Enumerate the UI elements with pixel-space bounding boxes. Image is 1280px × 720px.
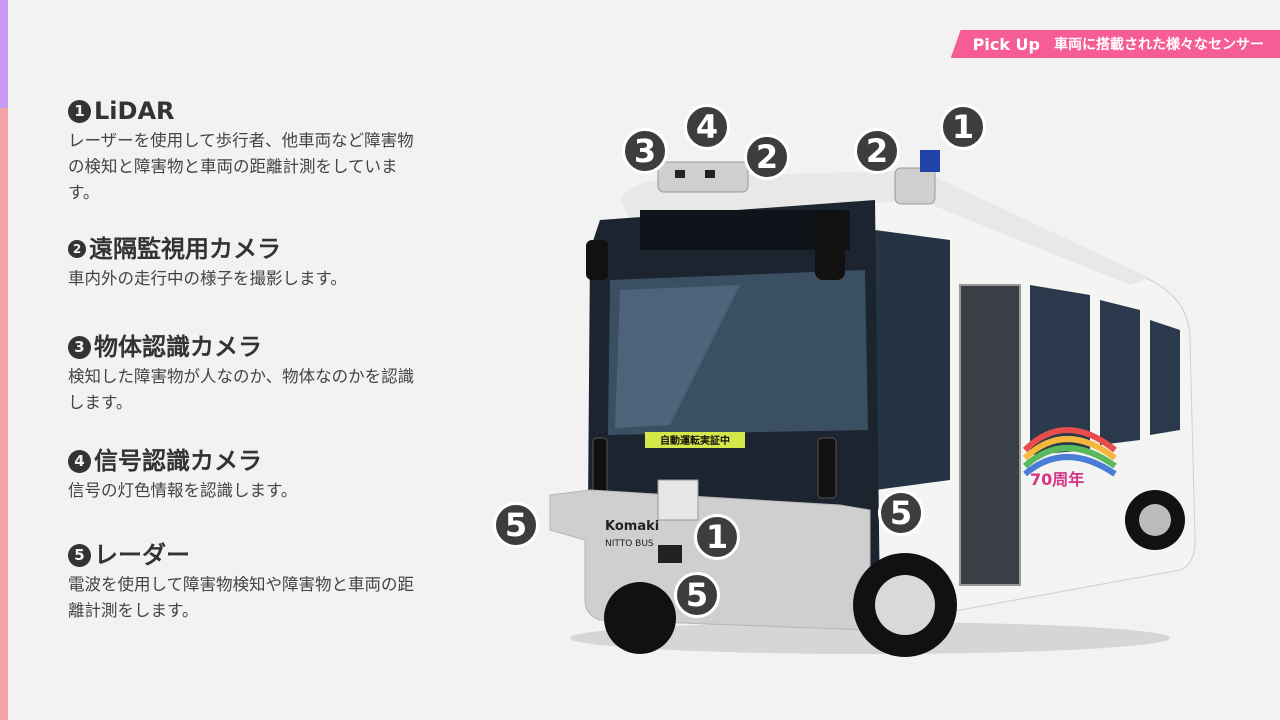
sensor-name: 遠隔監視用カメラ [89, 235, 281, 263]
sensor-item-lidar: 1 LiDAR レーザーを使用して歩行者、他車両など障害物の検知と障害物と車両の… [68, 96, 428, 206]
rainbow-stripe [1023, 454, 1117, 477]
callout-badge: 3 [622, 128, 668, 174]
brand-logo-line1: Komaki [605, 519, 659, 534]
callout-badge: 5 [674, 572, 720, 618]
pickup-banner: Pick Up 車両に搭載された様々なセンサー [950, 30, 1280, 58]
side-mirror [815, 210, 845, 280]
bus-side-window [875, 230, 950, 490]
front-radar-housing [657, 479, 699, 521]
sensor-item-signal-camera: 4 信号認識カメラ 信号の灯色情報を認識します。 [68, 446, 428, 504]
sensor-title: 5 レーダー [68, 540, 428, 570]
sensor-description: 信号の灯色情報を認識します。 [68, 481, 298, 500]
bus-illustration: 70周年 自動運転実証中 Komaki NITTO BUS [490, 90, 1210, 670]
headlight-left [592, 437, 608, 495]
sensor-description: レーザーを使用して歩行者、他車両など障害物の検知と障害物と車両の距離計測をしてい… [68, 131, 414, 202]
bus-graphic: 70周年 自動運転実証中 Komaki NITTO BUS [549, 150, 1196, 657]
roof-camera-pod [657, 161, 749, 193]
sensor-title: 2 遠隔監視用カメラ [68, 234, 428, 264]
number-badge: 5 [68, 543, 91, 567]
bus-door [959, 284, 1021, 586]
lidar-sensor [920, 150, 940, 172]
sensor-title: 1 LiDAR [68, 96, 428, 126]
bus-side-window [1030, 285, 1090, 455]
pickup-title: 車両に搭載された様々なセンサー [1054, 37, 1264, 53]
number-badge: 4 [68, 449, 91, 473]
front-sign-text: 自動運転実証中 [660, 434, 730, 447]
pickup-tag: Pick Up [972, 34, 1040, 54]
callout-badge: 1 [940, 104, 986, 150]
sensor-item-radar: 5 レーダー 電波を使用して障害物検知や障害物と車両の距離計測をします。 [68, 540, 428, 624]
sensor-item-object-camera: 3 物体認識カメラ 検知した障害物が人なのか、物体なのかを認識します。 [68, 332, 428, 416]
rear-wheel-hub [1139, 504, 1171, 536]
front-sign [645, 432, 745, 448]
sensor-description: 電波を使用して障害物検知や障害物と車両の距離計測をします。 [68, 575, 415, 620]
bus-side-window [1100, 300, 1140, 445]
sensor-description: 車内外の走行中の様子を撮影します。 [68, 269, 347, 288]
brand-logo-line2: NITTO BUS [605, 539, 654, 549]
bus-side-window [1150, 320, 1180, 435]
callout-badge: 2 [854, 128, 900, 174]
side-wrap-text: 70周年 [1030, 470, 1084, 489]
sensor-description: 検知した障害物が人なのか、物体なのかを認識します。 [68, 367, 415, 412]
front-wheel-hub [875, 575, 935, 635]
callout-badge: 2 [744, 134, 790, 180]
windshield-reflection [615, 285, 740, 428]
left-accent-bar [0, 0, 8, 720]
roof-lidar-mount [894, 167, 936, 205]
callout-badge: 4 [684, 104, 730, 150]
rainbow-stripe [1022, 427, 1117, 453]
callout-badge: 1 [694, 514, 740, 560]
sensor-name: LiDAR [94, 97, 175, 125]
sensor-name: 物体認識カメラ [94, 333, 262, 361]
sensor-title: 3 物体認識カメラ [68, 332, 428, 362]
sensor-name: レーダー [94, 541, 190, 569]
number-badge: 1 [68, 99, 91, 123]
rainbow-stripe [1022, 445, 1117, 469]
number-badge: 2 [68, 240, 86, 258]
number-badge: 3 [68, 335, 91, 359]
sensor-item-monitor-camera: 2 遠隔監視用カメラ 車内外の走行中の様子を撮影します。 [68, 234, 428, 292]
sensor-title: 4 信号認識カメラ [68, 446, 428, 476]
bus-roof [620, 170, 1150, 285]
roof-camera-lens [675, 170, 685, 178]
roof-camera-lens [705, 170, 715, 178]
side-mirror-left [586, 240, 608, 280]
front-radar-sensor [658, 545, 682, 563]
front-left-wheel [604, 582, 676, 654]
rainbow-stripe [1022, 436, 1117, 461]
callout-badge: 5 [493, 502, 539, 548]
callout-badge: 5 [878, 490, 924, 536]
headlight-right [817, 437, 837, 499]
sensor-name: 信号認識カメラ [94, 447, 262, 475]
